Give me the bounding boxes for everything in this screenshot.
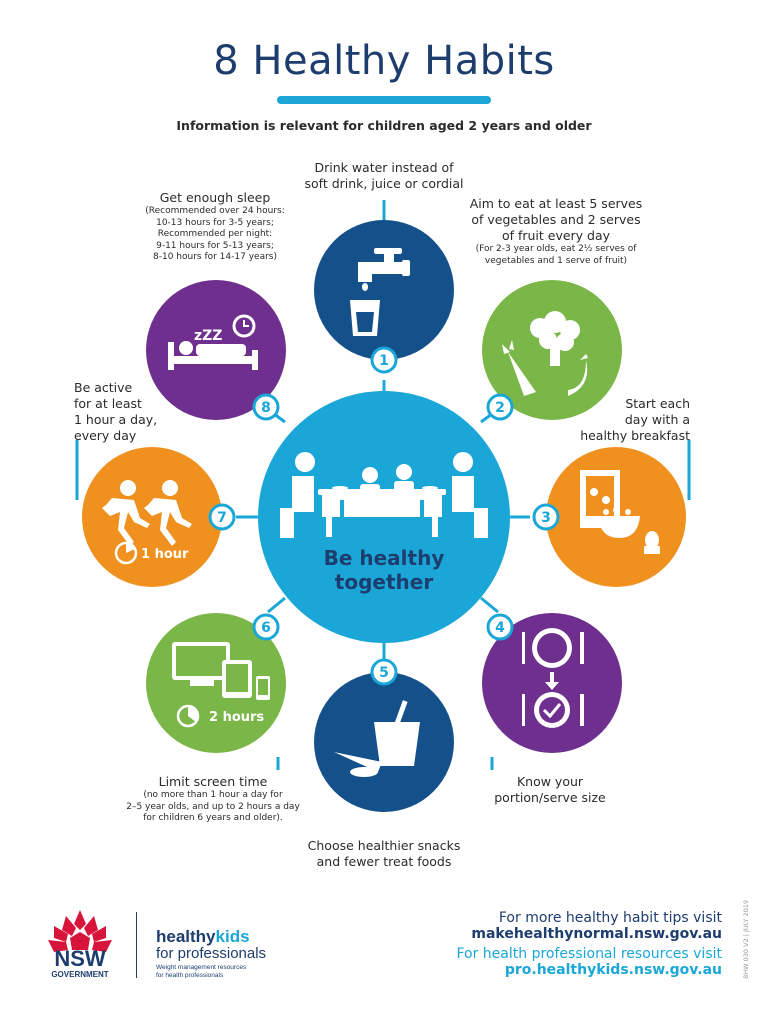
check-plate-icon xyxy=(522,692,584,728)
connector-lines xyxy=(75,200,691,770)
egg-icon xyxy=(644,531,660,554)
habit-1-caption: Drink water instead of soft drink, juice… xyxy=(304,160,464,191)
alarm-clock-icon xyxy=(232,314,256,338)
title-underline xyxy=(277,96,491,104)
habit-7-circle xyxy=(82,447,222,587)
habit-number-6: 6 xyxy=(261,620,271,636)
center-label-1: Be healthy xyxy=(324,546,445,570)
pro-link[interactable]: pro.healthykids.nsw.gov.au xyxy=(504,962,722,978)
habit-number-7: 7 xyxy=(217,510,227,526)
document-code: 8HW 030 V2 | JULY 2019 xyxy=(742,900,750,979)
clock-2h-icon xyxy=(176,704,200,728)
habit-number-3: 3 xyxy=(541,510,551,526)
habit-6-caption: Limit screen time (no more than 1 hour a… xyxy=(126,774,300,823)
habit-number-1: 1 xyxy=(379,353,389,369)
habit-2-caption: Aim to eat at least 5 serves of vegetabl… xyxy=(469,196,643,266)
habit-number-4: 4 xyxy=(495,620,505,636)
carrot-icon xyxy=(502,340,536,396)
tips-link[interactable]: makehealthynormal.nsw.gov.au xyxy=(471,926,722,942)
clock-1h-icon xyxy=(114,541,138,565)
habit-8-caption: Get enough sleep (Recommended over 24 ho… xyxy=(145,190,285,262)
center-label-2: together xyxy=(335,570,434,594)
nsw-waratah-logo xyxy=(48,910,112,952)
habit-7-caption: Be active for at least 1 hour a day, eve… xyxy=(74,380,158,443)
footer-divider xyxy=(136,912,137,978)
habit-4-caption: Know your portion/serve size xyxy=(494,774,606,805)
nsw-wordmark: NSW GOVERNMENT xyxy=(51,946,109,980)
runners-icon xyxy=(102,480,192,546)
sleep-zzz-icon: zZZ xyxy=(194,328,222,344)
yoghurt-icon xyxy=(374,700,420,766)
habit-number-8: 8 xyxy=(261,400,271,416)
bowl-icon xyxy=(598,507,640,538)
number-badges: 1 2 3 4 5 6 7 8 xyxy=(208,346,560,686)
habit-1-circle xyxy=(314,220,454,360)
plate-icon xyxy=(522,628,584,668)
healthykids-logo: healthykids for professionals Weight man… xyxy=(156,927,267,980)
screens-icon xyxy=(172,642,270,700)
footer-tips: For more healthy habit tips visit makehe… xyxy=(382,910,722,978)
habit-number-2: 2 xyxy=(495,400,505,416)
habit-5-caption: Choose healthier snacks and fewer treat … xyxy=(307,838,461,869)
carrot-sticks-icon xyxy=(334,752,382,777)
bed-icon xyxy=(168,341,258,370)
habit-number-5: 5 xyxy=(379,665,389,681)
banana-icon xyxy=(568,354,588,396)
arrow-down-icon xyxy=(545,672,559,690)
tap-icon xyxy=(358,248,410,291)
activity-badge: 1 hour xyxy=(141,547,189,562)
habit-3-caption: Start each day with a healthy breakfast xyxy=(580,396,690,443)
screen-time-badge: 2 hours xyxy=(209,710,264,725)
family-table-icon xyxy=(280,452,488,538)
page-subtitle: Information is relevant for children age… xyxy=(176,118,592,133)
page-title: 8 Healthy Habits xyxy=(213,38,555,84)
broccoli-icon xyxy=(530,311,580,366)
glass-icon xyxy=(350,300,380,336)
